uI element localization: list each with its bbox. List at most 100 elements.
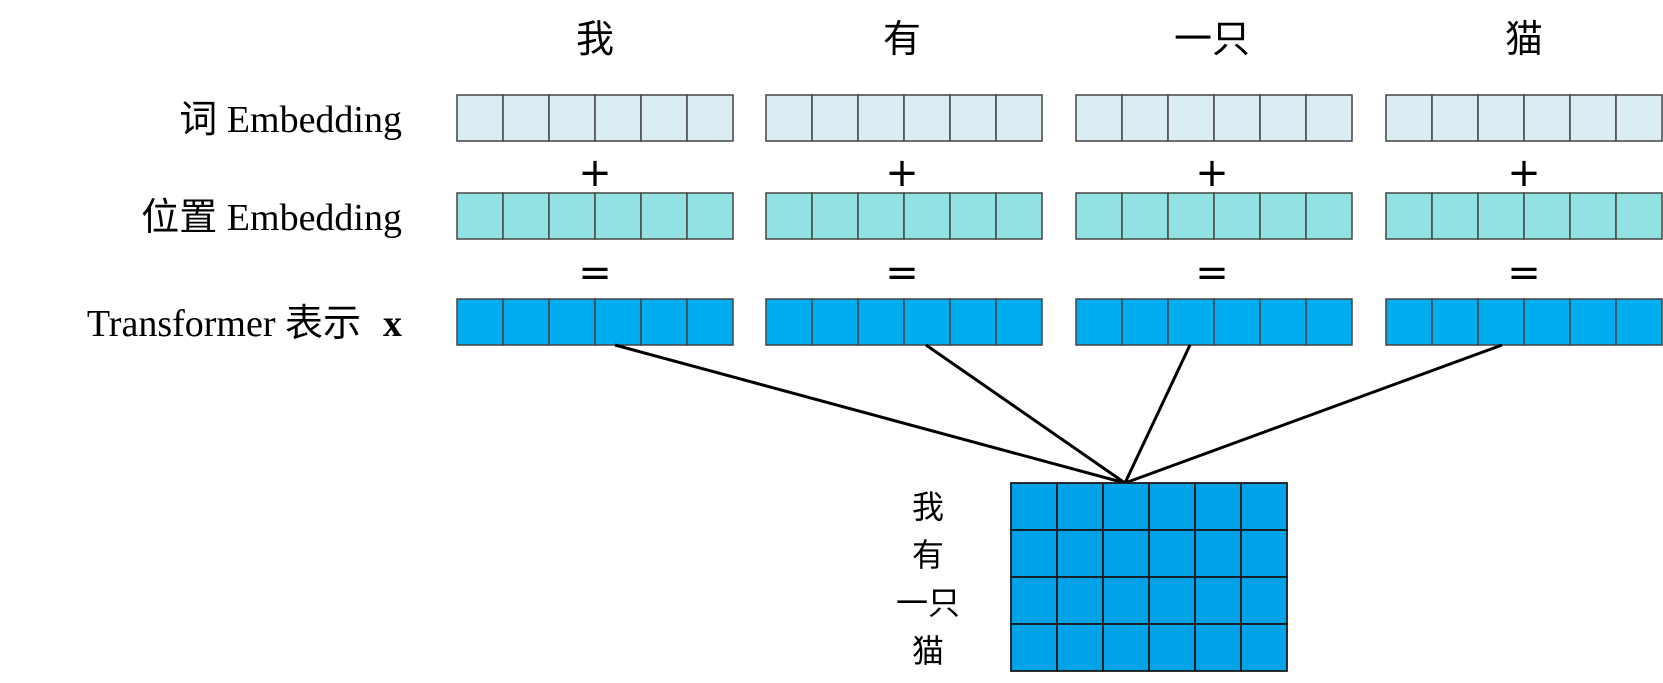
equals-operator-1: =: [885, 250, 919, 296]
transformer-representation-label-var: x: [383, 303, 402, 345]
word-embedding-cell: [857, 94, 905, 142]
word-embedding-cell: [502, 94, 550, 142]
matrix-cell: [1010, 529, 1058, 578]
position-embedding-cell: [686, 192, 734, 240]
word-embedding-cell: [1615, 94, 1663, 142]
position-embedding-cell: [949, 192, 997, 240]
word-embedding-cell: [640, 94, 688, 142]
matrix-cell: [1194, 623, 1242, 672]
equals-operator-3: =: [1507, 250, 1541, 296]
position-embedding-cell: [1259, 192, 1307, 240]
token-label-3: 猫: [1505, 17, 1543, 61]
transformer-representation-cell: [995, 298, 1043, 346]
word-embedding-cell: [1477, 94, 1525, 142]
transformer-representation-cell: [1523, 298, 1571, 346]
position-embedding-vector-1: [765, 192, 1043, 240]
transformer-representation-cell: [1615, 298, 1663, 346]
transformer-representation-cell: [1569, 298, 1617, 346]
matrix-cell: [1010, 482, 1058, 531]
word-embedding-row: [456, 94, 1663, 142]
position-embedding-cell: [640, 192, 688, 240]
transformer-representation-cell: [1385, 298, 1433, 346]
matrix-cell: [1194, 482, 1242, 531]
transformer-representation-cell: [1477, 298, 1525, 346]
word-embedding-cell: [686, 94, 734, 142]
matrix-row-label-3: 猫: [912, 632, 944, 670]
word-embedding-cell: [1121, 94, 1169, 142]
equals-operators: = = = =: [578, 250, 1541, 296]
transformer-representation-row: [456, 298, 1663, 346]
word-embedding-cell: [1385, 94, 1433, 142]
position-embedding-cell: [1431, 192, 1479, 240]
transformer-representation-cell: [548, 298, 596, 346]
transformer-representation-cell: [765, 298, 813, 346]
transformer-representation-cell: [456, 298, 504, 346]
position-embedding-cell: [1523, 192, 1571, 240]
position-embedding-cell: [765, 192, 813, 240]
transformer-representation-cell: [686, 298, 734, 346]
word-embedding-cell: [456, 94, 504, 142]
matrix-cell: [1148, 529, 1196, 578]
word-embedding-cell: [1431, 94, 1479, 142]
matrix-cell: [1010, 576, 1058, 625]
matrix-cell: [1148, 623, 1196, 672]
matrix-row-label-0: 我: [912, 488, 944, 526]
connector-line-0: [614, 343, 1126, 485]
transformer-representation-cell: [1167, 298, 1215, 346]
token-headers: 我 有 一只 猫: [576, 17, 1543, 61]
matrix-cell: [1240, 482, 1288, 531]
position-embedding-cell: [1121, 192, 1169, 240]
transformer-representation-vector-0: [456, 298, 734, 346]
transformer-representation-cell: [1305, 298, 1353, 346]
transformer-representation-cell: [1121, 298, 1169, 346]
position-embedding-cell: [903, 192, 951, 240]
transformer-representation-cell: [502, 298, 550, 346]
connector-line-2: [1123, 344, 1192, 484]
word-embedding-cell: [949, 94, 997, 142]
transformer-representation-cell: [1259, 298, 1307, 346]
plus-operator-0: +: [578, 150, 612, 196]
plus-operator-3: +: [1507, 150, 1541, 196]
word-embedding-cell: [995, 94, 1043, 142]
matrix-cell: [1102, 576, 1150, 625]
position-embedding-cell: [456, 192, 504, 240]
matrix-cell: [1010, 623, 1058, 672]
matrix-cell: [1240, 623, 1288, 672]
word-embedding-label: 词 Embedding: [179, 99, 402, 141]
transformer-representation-cell: [1075, 298, 1123, 346]
word-embedding-cell: [811, 94, 859, 142]
word-embedding-cell: [1523, 94, 1571, 142]
word-embedding-cell: [1075, 94, 1123, 142]
transformer-representation-cell: [811, 298, 859, 346]
matrix-cell: [1056, 623, 1104, 672]
matrix-row-label-1: 有: [912, 536, 944, 574]
position-embedding-cell: [857, 192, 905, 240]
word-embedding-cell: [1569, 94, 1617, 142]
equals-operator-2: =: [1195, 250, 1229, 296]
matrix-cell: [1056, 529, 1104, 578]
matrix-cell: [1102, 529, 1150, 578]
transformer-representation-vector-1: [765, 298, 1043, 346]
transformer-representation-vector-2: [1075, 298, 1353, 346]
connector-lines: [614, 343, 1503, 485]
connector-line-3: [1124, 343, 1503, 485]
position-embedding-cell: [502, 192, 550, 240]
matrix-row-labels: 我 有 一只 猫: [896, 488, 960, 670]
position-embedding-label-suffix: Embedding: [227, 197, 402, 239]
position-embedding-cell: [548, 192, 596, 240]
transformer-representation-cell: [857, 298, 905, 346]
transformer-representation-cell: [594, 298, 642, 346]
plus-operator-1: +: [885, 150, 919, 196]
position-embedding-cell: [1615, 192, 1663, 240]
position-embedding-cell: [1477, 192, 1525, 240]
position-embedding-cell: [1569, 192, 1617, 240]
word-embedding-cell: [1213, 94, 1261, 142]
token-label-0: 我: [576, 17, 614, 61]
transformer-representation-cell: [640, 298, 688, 346]
word-embedding-cell: [594, 94, 642, 142]
position-embedding-cell: [1213, 192, 1261, 240]
transformer-representation-cell: [949, 298, 997, 346]
connector-line-1: [925, 343, 1126, 485]
matrix-cell: [1102, 623, 1150, 672]
matrix-cell: [1102, 482, 1150, 531]
